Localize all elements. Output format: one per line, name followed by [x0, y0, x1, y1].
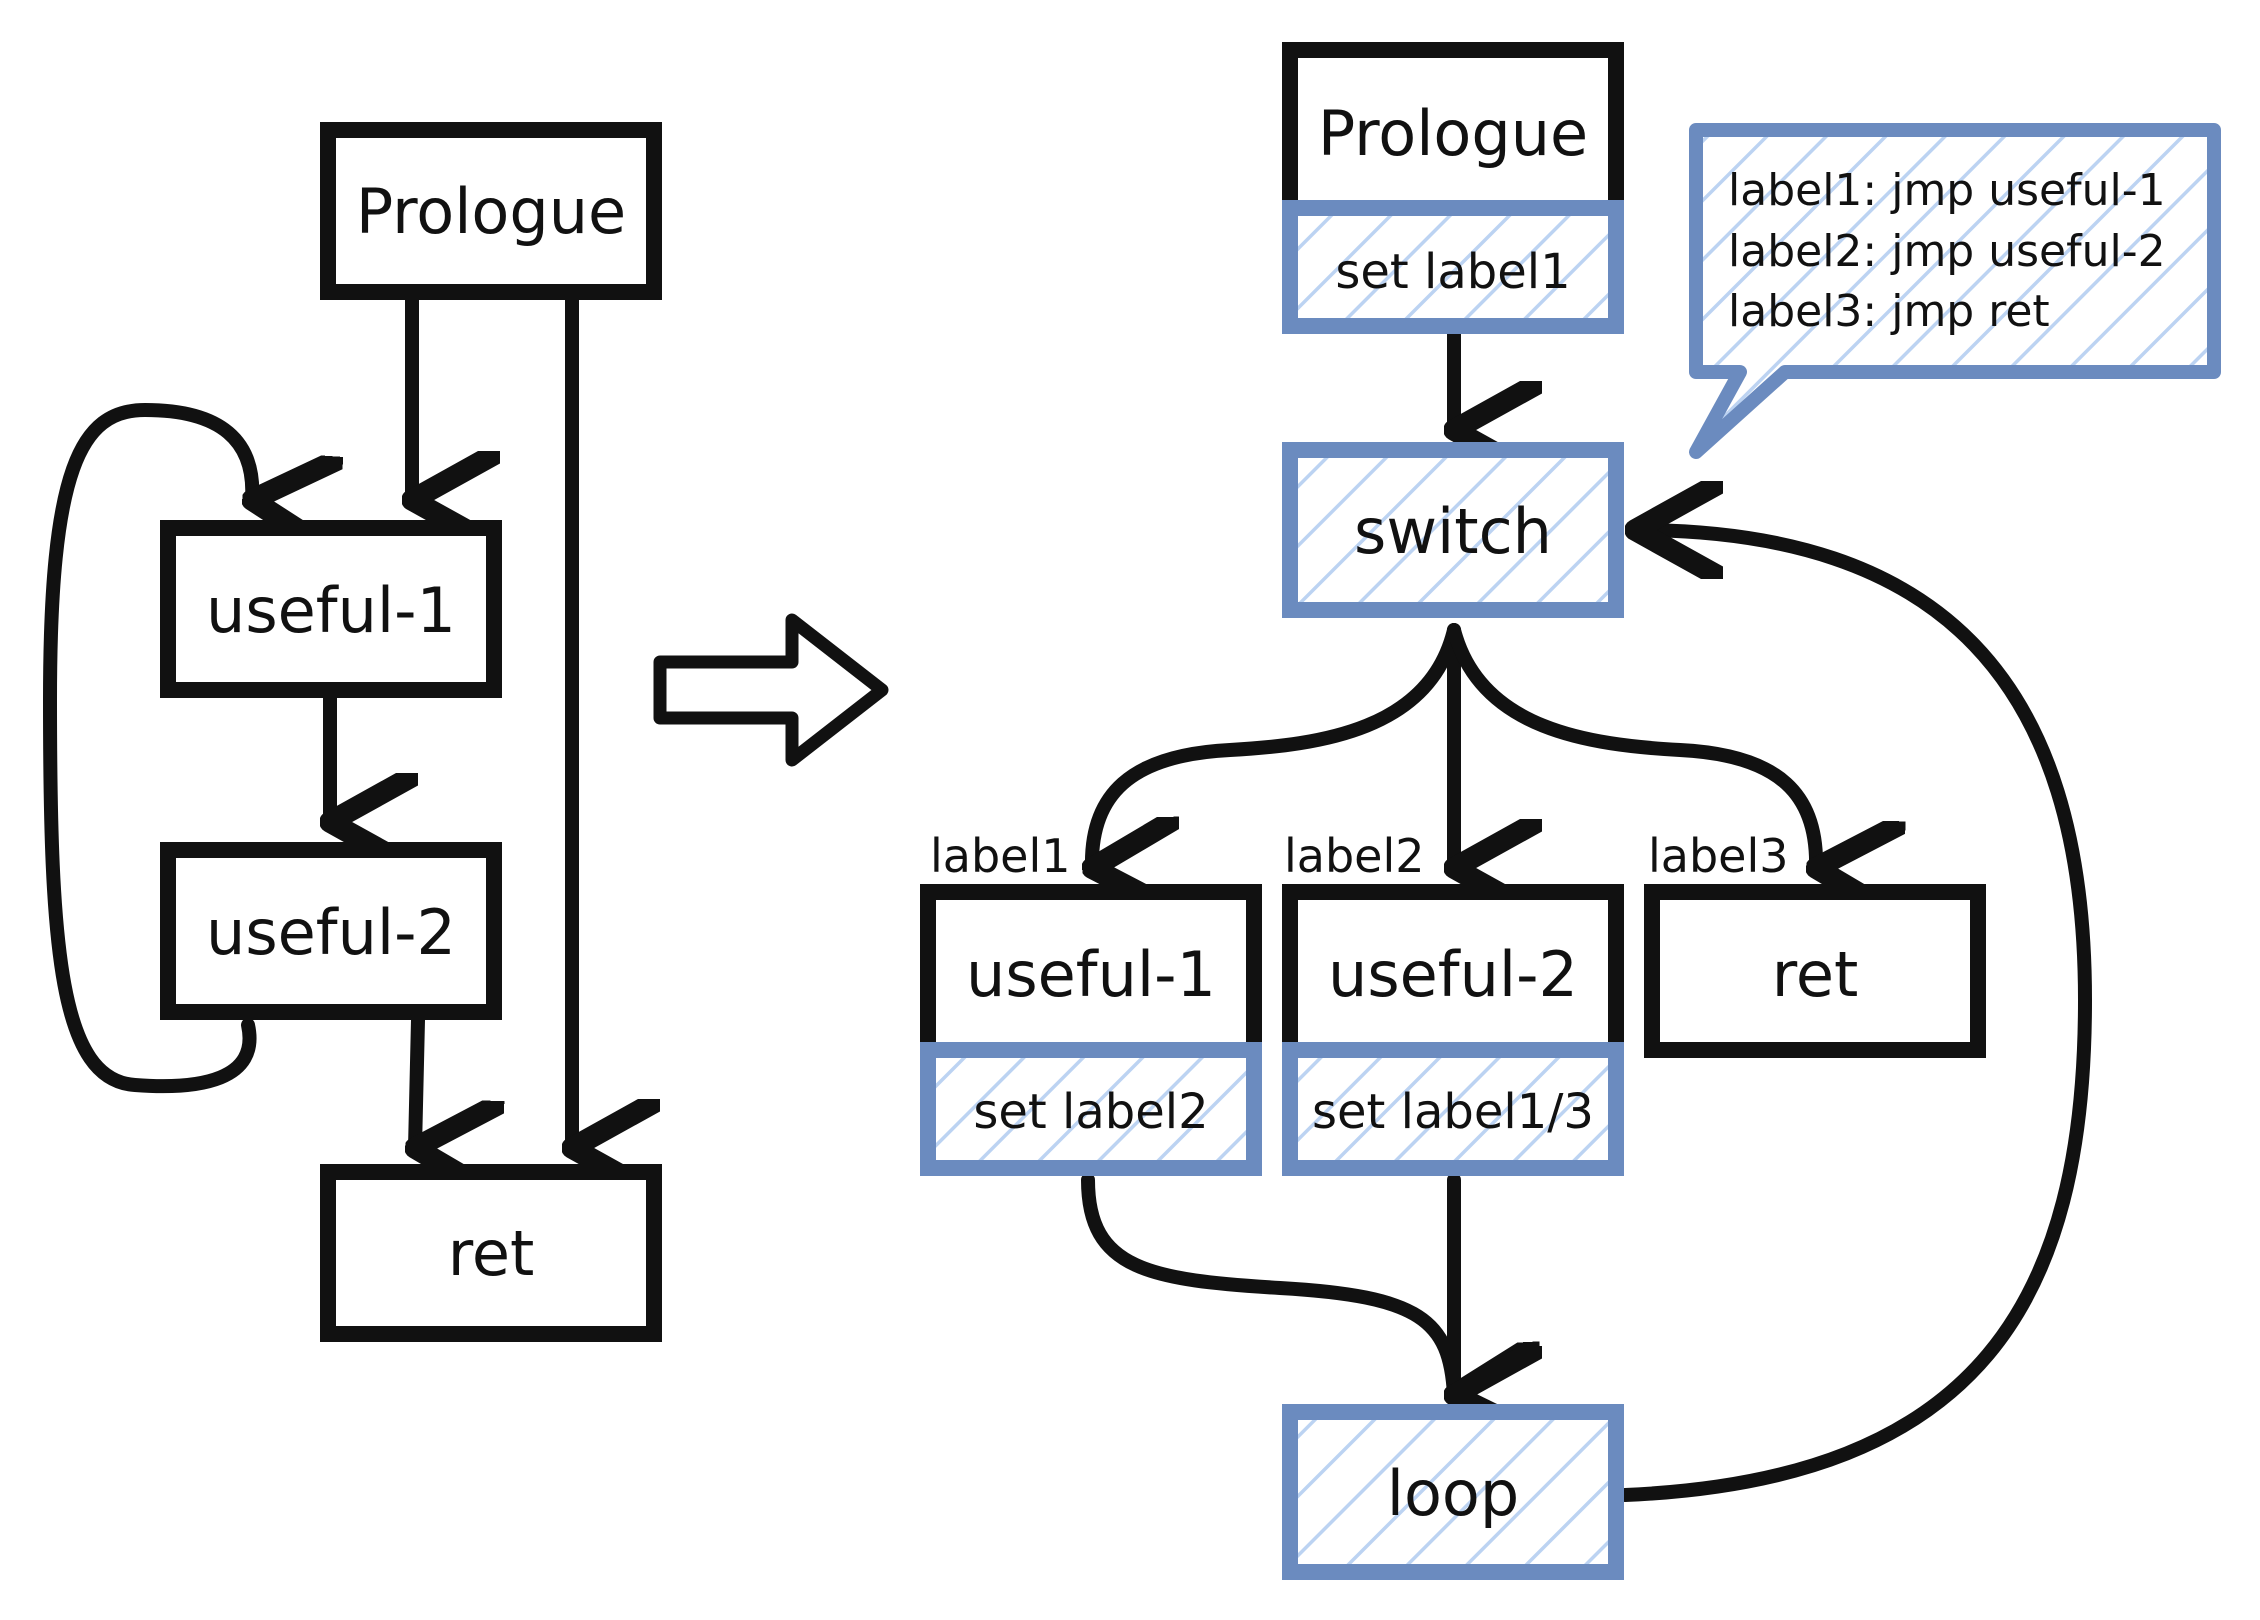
right-ret-box — [1644, 884, 1986, 1058]
right-set-label13-label: set label1/3 — [1312, 1084, 1594, 1140]
right-set-label2-label: set label2 — [973, 1084, 1208, 1140]
left-ret-label: ret — [448, 1217, 535, 1290]
right-set-label1-label: set label1 — [1335, 244, 1570, 300]
right-prologue-label: Prologue — [1318, 97, 1588, 170]
loop-label: loop — [1387, 1457, 1519, 1530]
left-useful1-box — [160, 520, 502, 698]
right-ret-label: ret — [1772, 938, 1859, 1011]
left-cfg: Prologue useful-1 useful-2 ret — [42, 122, 662, 1342]
edge-setlabel2-loop — [1081, 1173, 1454, 1395]
transform-arrow-icon — [653, 613, 889, 767]
callout-line-3: label3: jmp ret — [1728, 286, 2050, 337]
callout-line-2: label2: jmp useful-2 — [1728, 226, 2166, 277]
callout-line-1: label1: jmp useful-1 — [1728, 165, 2166, 216]
right-set-label1-box — [1282, 200, 1624, 334]
left-prologue-box — [320, 122, 662, 300]
branch-label-1: label1 — [930, 829, 1071, 883]
right-useful1-label: useful-1 — [966, 938, 1216, 1011]
branch-label-2: label2 — [1284, 829, 1425, 883]
left-useful2-box — [160, 842, 502, 1020]
left-prologue-label: Prologue — [356, 175, 626, 248]
right-prologue-box — [1282, 42, 1624, 216]
switch-label: switch — [1354, 495, 1552, 568]
right-useful2-label: useful-2 — [1328, 938, 1578, 1011]
right-useful2-box — [1282, 884, 1624, 1058]
left-useful2-label: useful-2 — [206, 896, 456, 969]
edge-loop-back — [42, 402, 252, 1094]
right-set-label2-box — [920, 1042, 1262, 1176]
edge-loop-switch — [1618, 530, 2093, 1502]
edge-useful2-ret — [415, 1013, 418, 1148]
branch-label-3: label3 — [1648, 829, 1789, 883]
left-ret-box — [320, 1164, 662, 1342]
edge-switch-label1 — [1092, 623, 1461, 868]
right-cfg: Prologue set label1 switch label1 label2… — [920, 42, 2221, 1580]
loop-box — [1282, 1404, 1624, 1580]
dispatch-table-callout — [1689, 123, 2221, 459]
switch-box — [1282, 442, 1624, 618]
right-set-label13-box — [1282, 1042, 1624, 1176]
left-useful1-label: useful-1 — [206, 574, 456, 647]
edge-switch-label3 — [1447, 623, 1816, 868]
